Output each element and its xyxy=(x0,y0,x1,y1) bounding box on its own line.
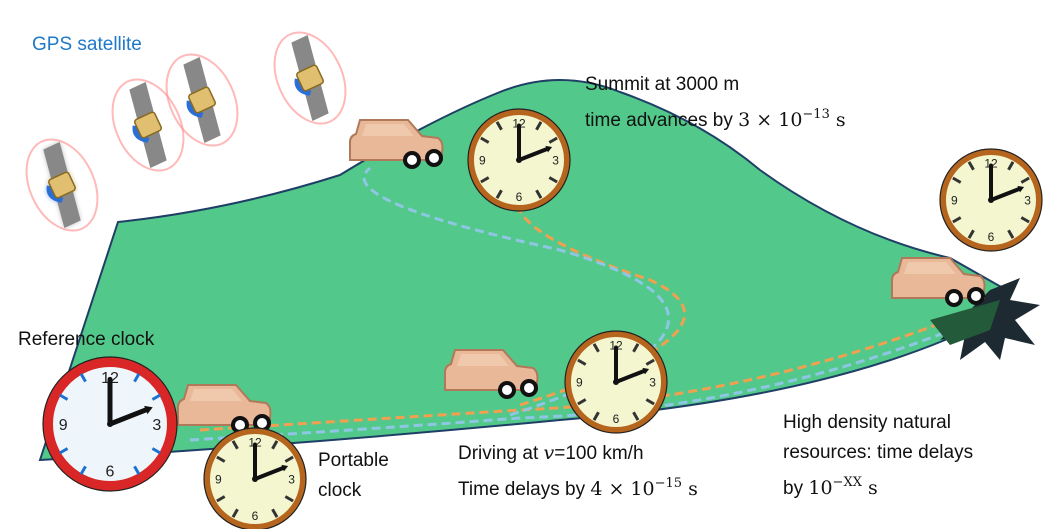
summit-label-line1: Summit at 3000 m xyxy=(585,74,740,95)
terrain-surface xyxy=(38,79,1012,462)
clock-numeral: 3 xyxy=(552,153,559,167)
summit-clock: 12369 xyxy=(467,108,571,212)
portable-clock: 12369 xyxy=(203,427,307,529)
clock-numeral: 9 xyxy=(215,472,222,486)
gps-satellite-label: GPS satellite xyxy=(32,34,142,55)
hour-hand xyxy=(517,147,549,162)
clock-numeral: 6 xyxy=(613,412,620,426)
hour-hand-arrow xyxy=(281,464,289,472)
clock-numeral: 3 xyxy=(649,375,656,389)
clock-numeral: 9 xyxy=(479,153,486,167)
driving-label-line2: Time delays by 4 × 10−15 s xyxy=(458,476,698,500)
density-label-line1: High density natural xyxy=(783,412,951,433)
hour-hand xyxy=(107,407,149,427)
clock-numeral: 6 xyxy=(988,230,995,244)
hour-hand xyxy=(614,369,646,384)
clock-numeral: 6 xyxy=(106,464,115,481)
reference-clock: 12369 xyxy=(42,356,178,492)
mass-clock: 12369 xyxy=(939,148,1043,252)
portable-clock-label: Portable clock xyxy=(318,446,389,506)
gps-satellites xyxy=(25,31,347,232)
hour-hand-arrow xyxy=(642,367,650,375)
summit-label-line2: time advances by 3 × 10−13 s xyxy=(585,107,846,131)
dark-ramp xyxy=(930,300,1000,345)
portable-label-line2: clock xyxy=(318,480,362,501)
clock-numeral: 6 xyxy=(252,509,259,523)
driving-label-line1: Driving at v=100 km/h xyxy=(458,442,644,464)
hour-hand-arrow xyxy=(545,145,553,153)
reference-clock-label: Reference clock xyxy=(18,329,155,350)
driving-label: Driving at v=100 km/h Time delays by 4 ×… xyxy=(458,438,698,505)
clock-numeral: 3 xyxy=(1024,193,1031,207)
density-label: High density natural resources: time del… xyxy=(783,408,973,504)
hour-hand-arrow xyxy=(144,405,153,415)
density-label-line2: resources: time delays xyxy=(783,442,974,463)
density-label-line3: by 10−XX s xyxy=(783,475,878,499)
clock-numeral: 6 xyxy=(516,190,523,204)
portable-label-line1: Portable xyxy=(318,450,389,471)
hour-hand-arrow xyxy=(1017,185,1025,193)
clock-numeral: 9 xyxy=(59,417,68,434)
driving-clock: 12369 xyxy=(564,330,668,434)
hour-hand xyxy=(253,466,285,481)
hour-hand xyxy=(989,187,1021,202)
clock-numeral: 3 xyxy=(152,417,161,434)
summit-label: Summit at 3000 m time advances by 3 × 10… xyxy=(585,70,846,136)
clock-numeral: 3 xyxy=(288,472,295,486)
clock-numeral: 9 xyxy=(951,193,958,207)
clock-numeral: 9 xyxy=(576,375,583,389)
